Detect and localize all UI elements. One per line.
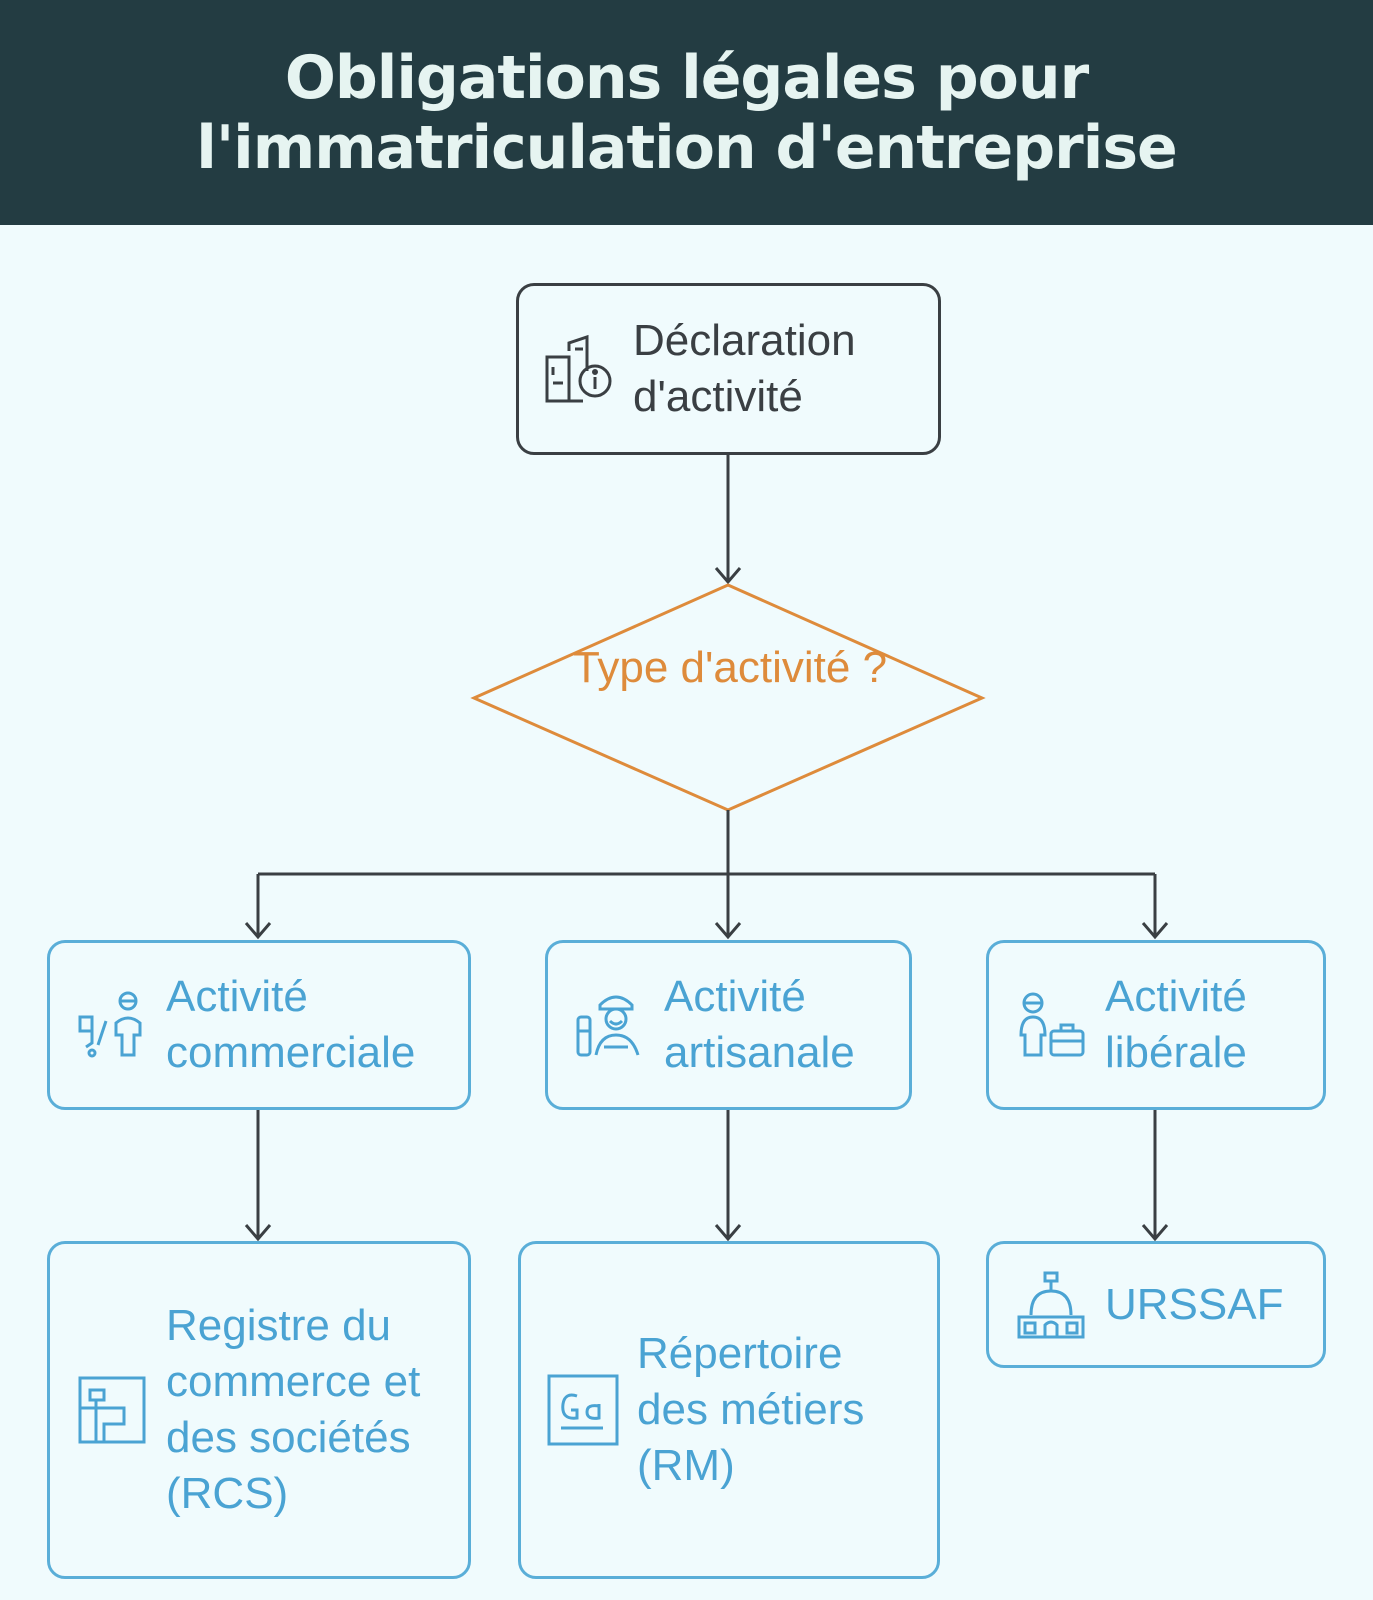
start-node-label: Déclaration d'activité	[633, 316, 856, 421]
page-title: Obligations légales pour l'immatriculati…	[196, 42, 1177, 183]
craftsman-tools-icon	[574, 985, 646, 1065]
registry-label-rm: Répertoire des métiers (RM)	[637, 1329, 865, 1490]
activity-label-commerciale: Activité commerciale	[166, 972, 416, 1077]
registry-label-urssaf: URSSAF	[1105, 1279, 1284, 1329]
registry-node-urssaf: URSSAF	[986, 1241, 1326, 1368]
start-node-declaration: Déclaration d'activité	[516, 283, 941, 455]
activity-node-artisanale: Activité artisanale	[545, 940, 912, 1110]
activity-node-commerciale: Activité commerciale	[47, 940, 471, 1110]
registry-node-rm: Répertoire des métiers (RM)	[518, 1241, 940, 1579]
activity-label-liberale: Activité libérale	[1105, 972, 1247, 1077]
building-info-icon	[541, 329, 619, 409]
decision-diamond	[470, 583, 986, 812]
registry-icon	[76, 1370, 148, 1450]
government-building-icon	[1015, 1265, 1087, 1345]
professional-briefcase-icon	[1015, 985, 1087, 1065]
registry-node-rcs: Registre du commerce et des sociétés (RC…	[47, 1241, 471, 1579]
registry-label-rcs: Registre du commerce et des sociétés (RC…	[166, 1301, 421, 1518]
decision-label: Type d'activité ?	[572, 643, 888, 692]
header-banner: Obligations légales pour l'immatriculati…	[0, 0, 1373, 225]
activity-node-liberale: Activité libérale	[986, 940, 1326, 1110]
directory-icon	[547, 1370, 619, 1450]
merchant-cart-icon	[76, 985, 148, 1065]
activity-label-artisanale: Activité artisanale	[664, 972, 855, 1077]
